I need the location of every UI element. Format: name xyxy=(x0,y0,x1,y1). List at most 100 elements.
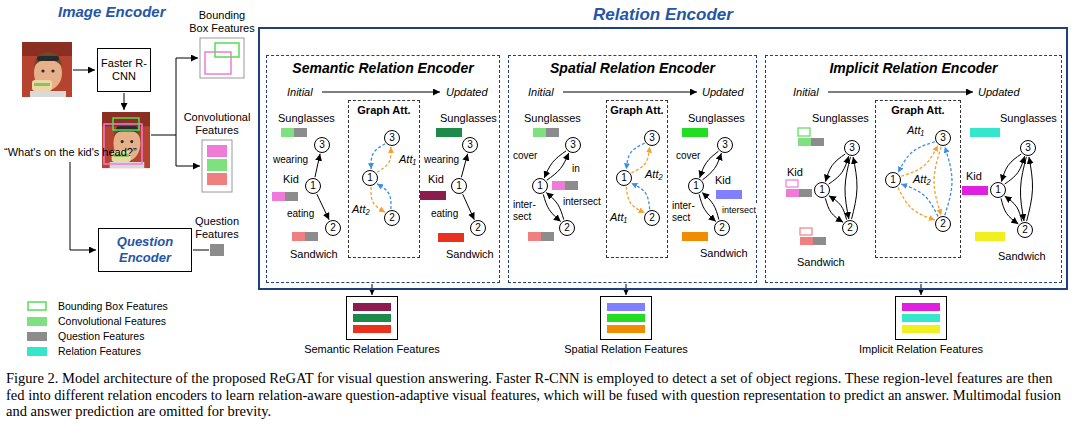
attention-arrow xyxy=(945,147,952,215)
attention-box: Graph Att.312 xyxy=(348,100,420,258)
legend-outline-sample xyxy=(28,302,46,310)
flow-arrow xyxy=(70,58,973,250)
node-text: 2 xyxy=(847,223,853,233)
feature-bar xyxy=(800,237,813,245)
node-text: 1 xyxy=(367,173,373,183)
graph-node: 2 xyxy=(644,210,660,226)
node-text: 3 xyxy=(649,133,655,143)
feature-bar xyxy=(420,191,446,200)
feature-bar xyxy=(716,190,742,199)
graph-node: 3 xyxy=(935,130,951,146)
node-text: Implicit Relation Encoder xyxy=(766,60,1061,77)
relation-label: inter- sect xyxy=(671,200,697,223)
node-text: 1 xyxy=(819,185,825,195)
flow-arrow xyxy=(828,92,973,93)
feature-icon: Question Features xyxy=(210,244,224,256)
graph-node: 1 xyxy=(990,182,1006,198)
relation-arrow xyxy=(825,198,843,222)
legend-item: Bounding Box Features xyxy=(0,300,190,313)
feature-bar xyxy=(285,192,298,201)
label-holder: Att₂ xyxy=(351,203,371,216)
label-holder: inter- sect xyxy=(512,199,538,222)
feature-bar xyxy=(970,128,1000,137)
output-bars xyxy=(902,314,940,322)
node-text: 3 xyxy=(940,133,946,143)
flow-arrow xyxy=(124,93,125,110)
node-text: Implicit Relation Features xyxy=(811,343,1031,356)
annotation-label: Initial xyxy=(528,86,554,99)
node-text: Graph Att. xyxy=(876,104,960,117)
flow-arrow xyxy=(322,92,440,93)
legend-text: Bounding Box Features xyxy=(58,300,248,313)
feature-bar xyxy=(799,189,812,197)
relation-arrow xyxy=(461,154,467,178)
attention-arrow xyxy=(371,144,385,169)
label-holder: Sunglasses xyxy=(524,112,581,125)
node-text: Question Encoder xyxy=(102,234,188,265)
label-holder: in xyxy=(571,163,581,175)
feature-bar xyxy=(962,186,988,195)
graph-node: 3 xyxy=(314,137,330,153)
relation-arrow xyxy=(317,194,329,220)
node-text: Spatial Relation Features xyxy=(516,343,736,356)
annotation-label: Sandwich xyxy=(446,248,494,261)
annotation-label: Kid xyxy=(787,166,803,179)
process-box: Faster R-CNN xyxy=(97,48,151,92)
annotation-label: Initial xyxy=(287,86,313,99)
detected-photo xyxy=(102,112,150,168)
conv-icon xyxy=(207,173,227,185)
encoder-box: Question Encoder xyxy=(98,228,192,272)
node-text: 3 xyxy=(570,140,576,150)
graph-node: 2 xyxy=(1017,222,1033,238)
connector-group xyxy=(193,142,1033,295)
label-holder: intersect xyxy=(721,205,757,215)
relation-label: eating xyxy=(286,208,315,220)
annotation-label: Att₁ xyxy=(398,153,417,166)
graph-node: 1 xyxy=(362,170,378,186)
annotation-label: Updated xyxy=(702,86,744,99)
relation-label: intersect xyxy=(562,196,602,208)
node-text: 2 xyxy=(719,223,725,233)
relation-label: inter- sect xyxy=(512,199,538,222)
node-text: 2 xyxy=(649,213,655,223)
annotation-label: Sunglasses xyxy=(688,112,745,125)
node-text: 2 xyxy=(475,223,481,233)
flow-arrow xyxy=(563,92,697,93)
label-holder: Kid xyxy=(787,166,803,179)
bbox-icon xyxy=(215,43,239,57)
annotation-label: Sunglasses xyxy=(278,112,335,125)
node-text: Relation Encoder xyxy=(463,5,863,25)
detected-photo xyxy=(102,112,150,168)
section-title: Image Encoder xyxy=(58,3,166,20)
relation-arrow xyxy=(1020,157,1026,221)
flow-arrow xyxy=(73,70,95,71)
output-bars xyxy=(353,303,940,333)
feature-bar xyxy=(975,232,1005,241)
graph-node: 3 xyxy=(717,137,733,153)
attention-arrow xyxy=(626,143,644,169)
label-holder: Sunglasses xyxy=(812,112,869,125)
annotation-label: Att₁ xyxy=(609,211,628,224)
feature-bar xyxy=(272,192,285,201)
node-text: 2 xyxy=(330,223,336,233)
label-holder: wearing xyxy=(423,154,460,166)
node-text: 1 xyxy=(693,181,699,191)
label-holder: eating xyxy=(430,208,459,220)
node-text: Question Features xyxy=(189,215,245,241)
bbox-icon xyxy=(200,38,244,78)
legend-item: Convolutional Features xyxy=(0,315,190,328)
annotation-label: Att₂ xyxy=(351,203,371,216)
graph-node: 1 xyxy=(814,182,830,198)
label-holder: cover xyxy=(512,150,538,162)
output-bars xyxy=(353,303,391,311)
output-bars xyxy=(607,303,645,311)
label-holder: Att₁ xyxy=(609,211,628,224)
feature-bar xyxy=(682,232,708,241)
node-text: 3 xyxy=(467,140,473,150)
label-holder: inter- sect xyxy=(671,200,697,223)
node-text: 2 xyxy=(564,223,570,233)
annotation-label: Updated xyxy=(978,86,1020,99)
node-text: 3 xyxy=(1025,143,1031,153)
relation-arrow xyxy=(699,194,716,221)
